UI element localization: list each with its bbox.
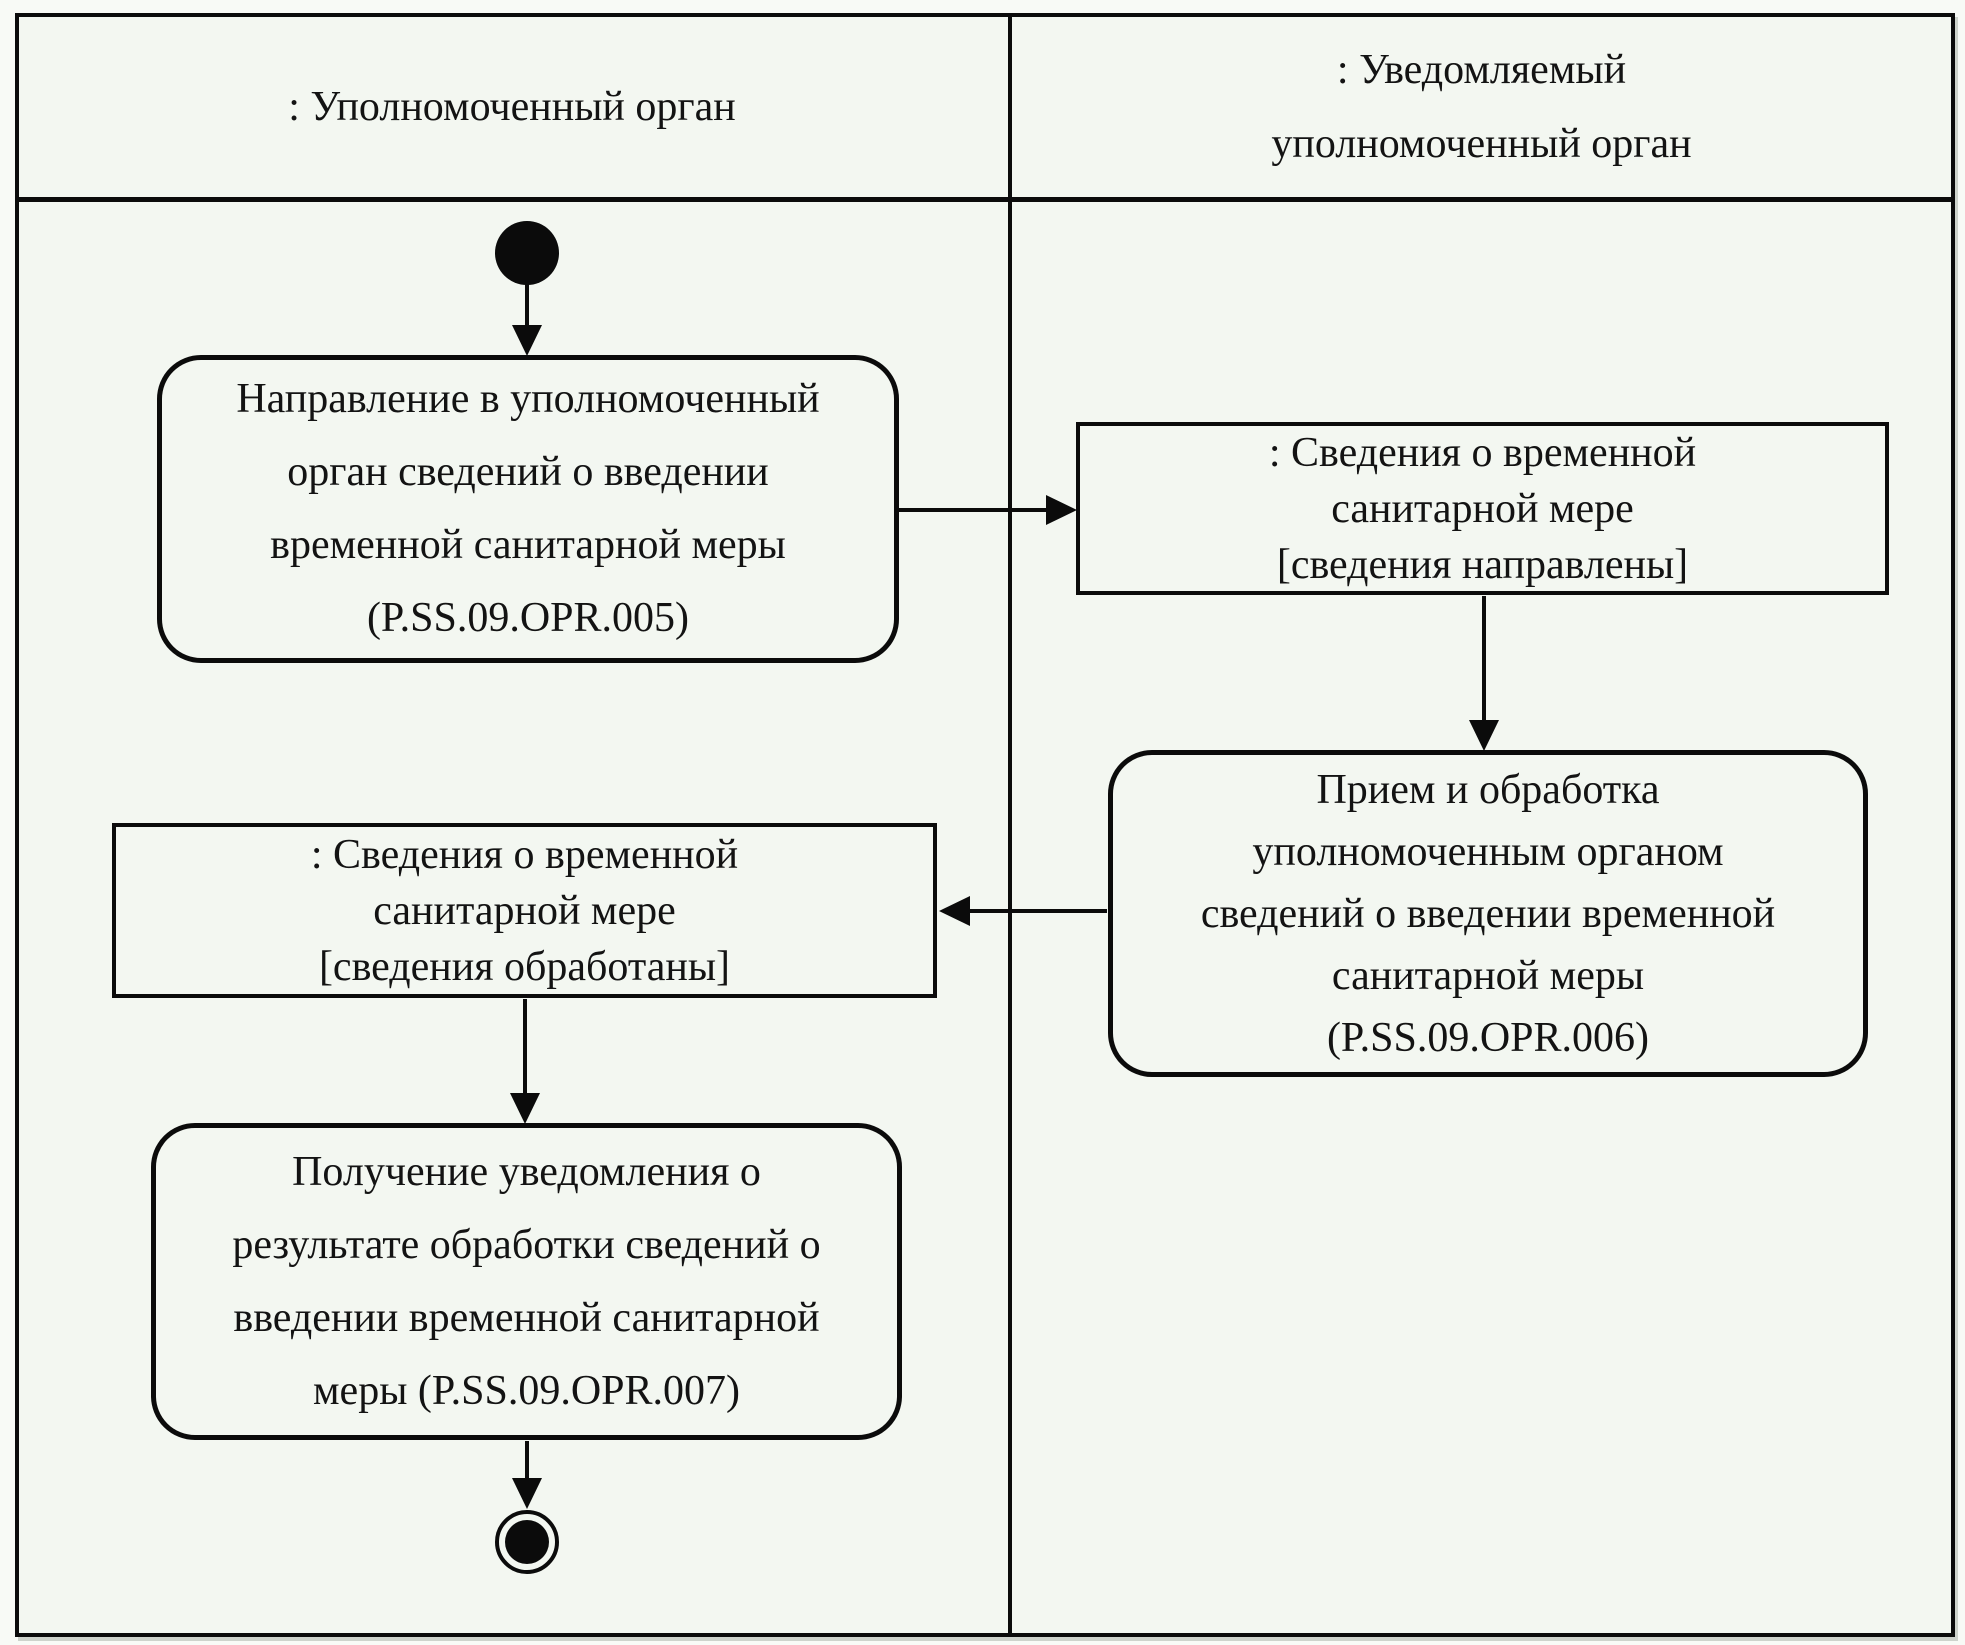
node-text-line: Направление в уполномоченный [236, 376, 820, 422]
node-text-line: результате обработки сведений о [232, 1221, 821, 1268]
node-text-line: орган сведений о введении [287, 449, 769, 495]
node-text-line: введении временной санитарной [233, 1294, 820, 1341]
action-node-opr-006: Прием и обработка уполномоченным органом… [1108, 750, 1868, 1077]
lane-header-authorized-body: : Уполномоченный орган [19, 17, 1005, 197]
lane-header-separator [15, 197, 1955, 202]
node-text-line: [сведения направлены] [1276, 541, 1689, 588]
node-text-line: (P.SS.09.OPR.005) [366, 595, 690, 641]
node-text-line: меры (P.SS.09.OPR.007) [312, 1367, 741, 1414]
node-text-line: : Сведения о временной [310, 831, 739, 878]
node-text-line: санитарной мере [373, 887, 676, 934]
node-text-line: санитарной меры [1331, 952, 1645, 999]
object-node-info-sent: : Сведения о временной санитарной мере [… [1076, 422, 1889, 595]
lane-label-line: : Уведомляемый [1336, 47, 1627, 93]
node-text-line: Получение уведомления о [292, 1148, 761, 1195]
node-text-line: (P.SS.09.OPR.006) [1326, 1014, 1650, 1061]
node-text-line: Прием и обработка [1316, 766, 1660, 813]
node-text-line: временной санитарной меры [270, 522, 786, 568]
node-text-line: санитарной мере [1331, 485, 1634, 532]
swimlane-divider [1008, 13, 1012, 1637]
action-node-opr-007: Получение уведомления о результате обраб… [151, 1123, 902, 1440]
lane-label-line: : Уполномоченный орган [288, 84, 736, 130]
node-text-line: : Сведения о временной [1268, 429, 1697, 476]
node-text-line: уполномоченным органом [1252, 828, 1724, 875]
object-node-info-processed: : Сведения о временной санитарной мере [… [112, 823, 937, 998]
lane-label-line: уполномоченный орган [1271, 121, 1692, 167]
lane-header-notified-authorized-body: : Уведомляемый уполномоченный орган [1012, 17, 1951, 197]
node-text-line: сведений о введении временной [1200, 890, 1776, 937]
node-text-line: [сведения обработаны] [318, 943, 731, 990]
action-node-opr-005: Направление в уполномоченный орган сведе… [157, 355, 899, 663]
